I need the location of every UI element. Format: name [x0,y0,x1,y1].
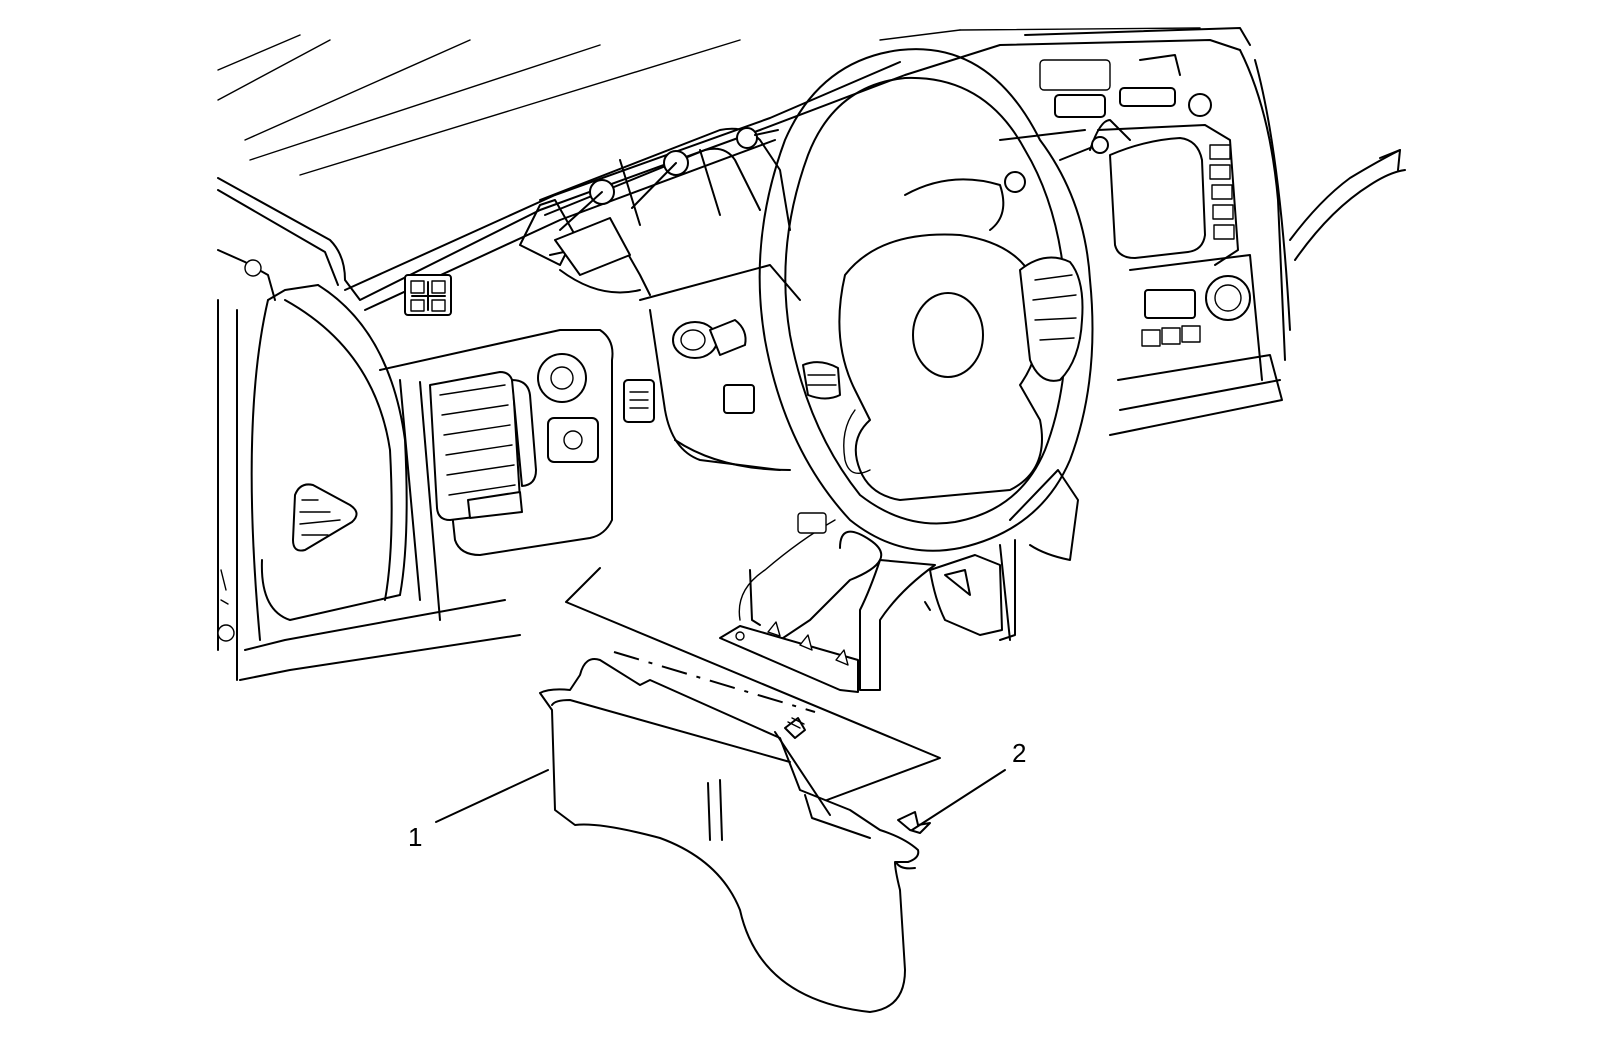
callout-2: 2 [911,738,1026,831]
hvac-display [1144,289,1196,319]
retainer-icon-3 [835,649,849,666]
knee-bolster-panel [539,658,931,1013]
left-dash-end [217,249,521,681]
callout-label-2: 2 [1012,738,1026,768]
retainer-icon [767,621,781,637]
lock-switch-icon [723,384,755,414]
push-retainer-icon [897,811,931,834]
bolt-icon [244,259,262,277]
left-end-trim [260,284,408,621]
installation-guide-lines [565,567,941,811]
gauge-fastener-icon-3 [736,127,758,149]
push-retainer-icon-2 [784,717,806,739]
side-vent-icon [292,483,358,552]
instrument-cluster [539,127,791,296]
lower-center-panel [639,264,801,471]
switch-icon [623,379,655,423]
callout-1: 1 [408,769,549,852]
dimmer-knob-icon [563,430,583,450]
navigation-display [1109,137,1206,259]
bolt-hole-icon [735,631,745,641]
retainer-icon-2 [799,634,813,651]
column-support-bracket [719,469,1079,693]
right-door-panel [1289,149,1406,261]
horn-pad-emblem-icon [912,292,984,378]
windshield-lines [217,27,1201,176]
center-stack [999,27,1283,436]
connector-icon [797,512,827,534]
fastener-icon [217,624,235,642]
steering-wheel [738,48,1131,621]
radio-knob-icon [1188,93,1212,117]
callout-label-1: 1 [408,822,422,852]
left-vent-cluster [379,199,655,621]
upper-switch-bank [404,274,452,316]
steering-control-icon [802,361,841,400]
